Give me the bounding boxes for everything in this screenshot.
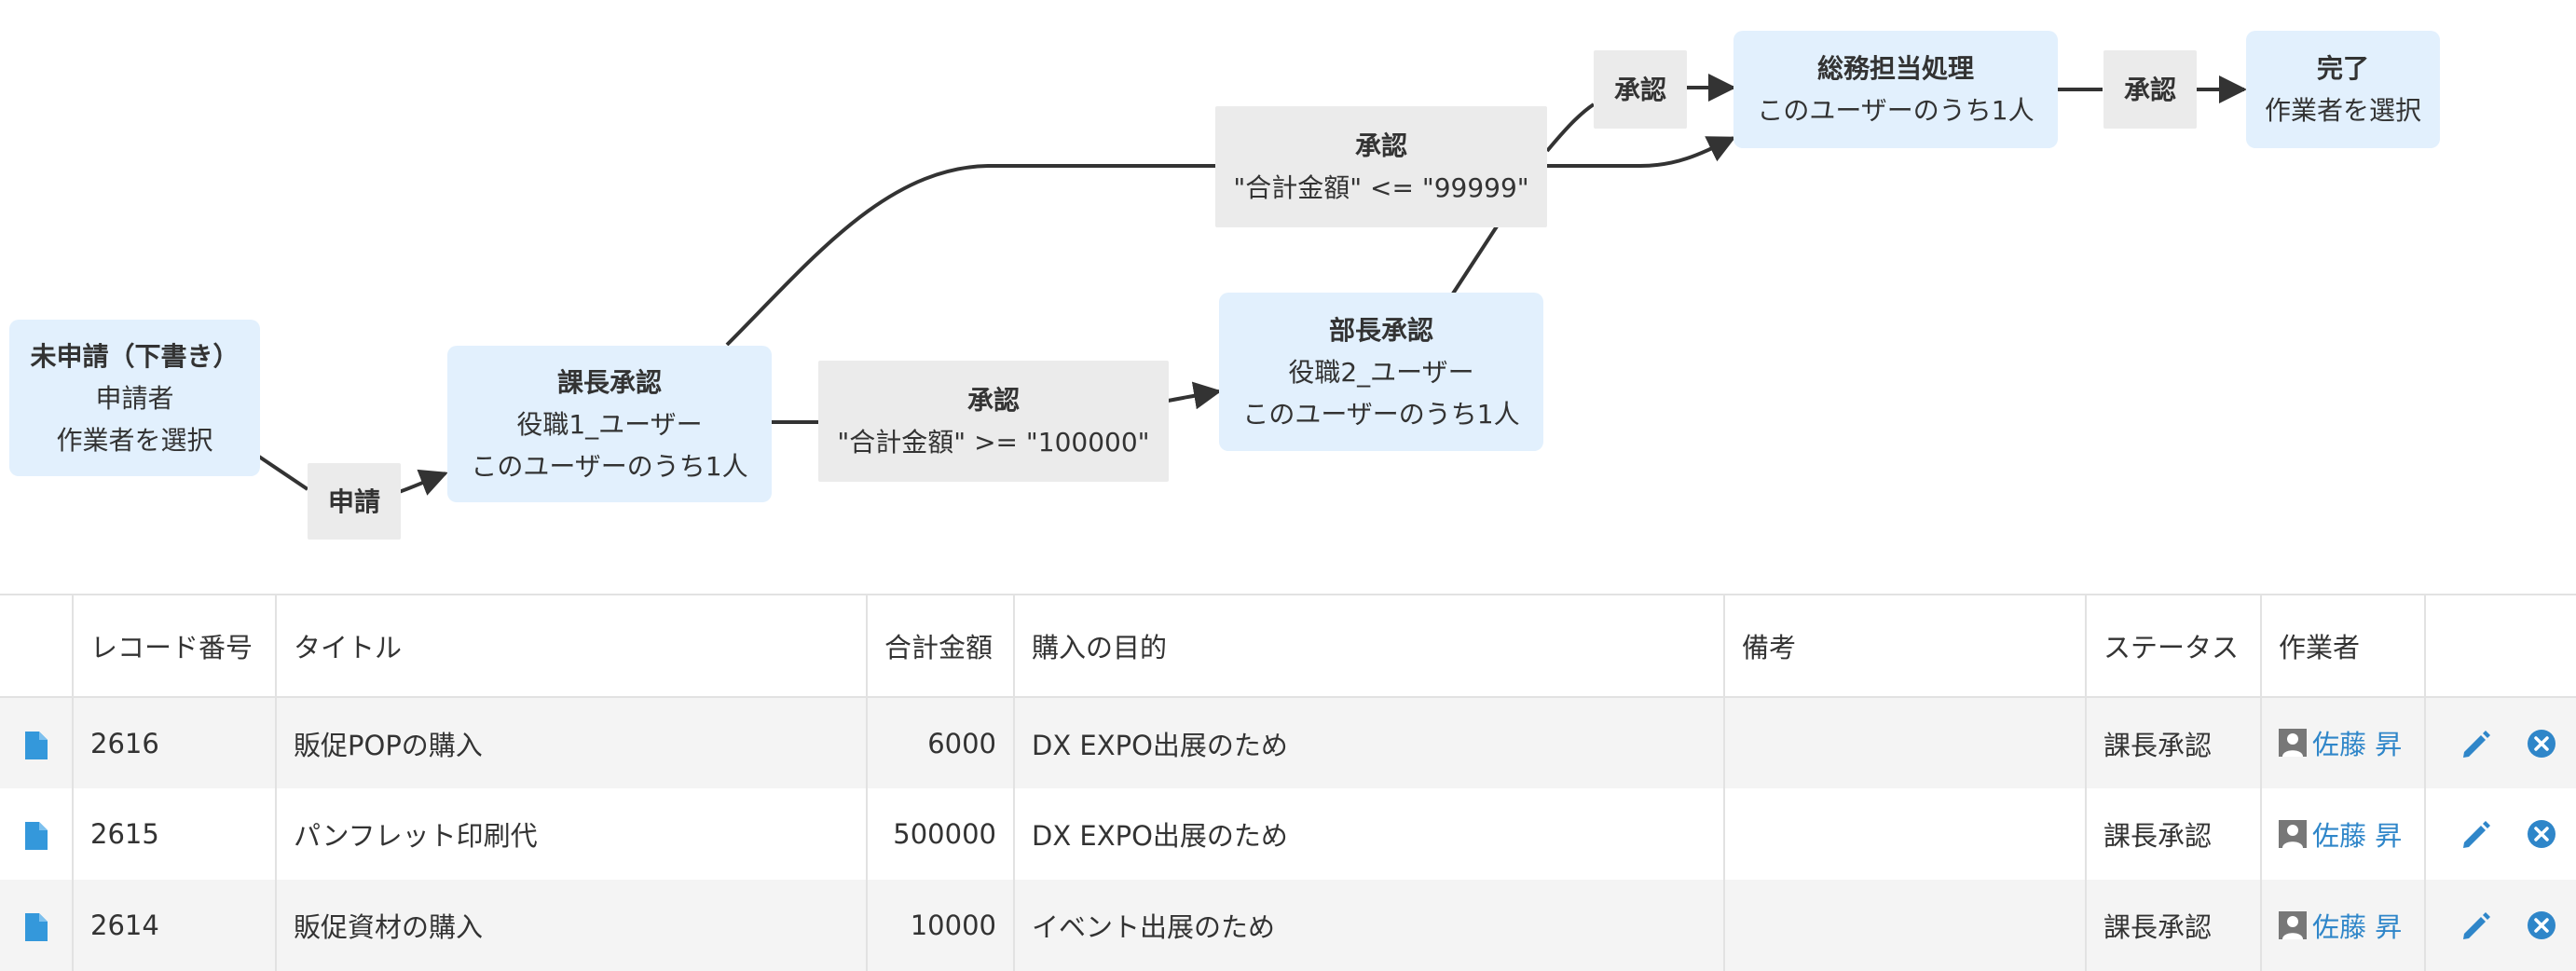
title-cell: 販促POPの購入 (275, 697, 867, 788)
action-approve-low-condition: "合計金額" <= "99999" (1233, 172, 1529, 203)
worker-name: 佐藤 昇 (2312, 729, 2403, 760)
record-number-cell: 2616 (72, 697, 276, 788)
state-manager-approval[interactable]: 部長承認 役職2_ユーザー このユーザーのうち1人 (1219, 293, 1543, 451)
action-approve-low-title: 承認 (1354, 130, 1407, 161)
state-manager-line2: このユーザーのうち1人 (1242, 398, 1520, 430)
action-apply[interactable]: 申請 (308, 463, 401, 540)
row-detail-cell[interactable] (0, 788, 73, 880)
notes-cell (1723, 697, 2086, 788)
title-cell: 販促資材の購入 (275, 880, 867, 971)
row-actions-cell (2424, 788, 2576, 880)
purpose-cell: DX EXPO出展のため (1013, 788, 1724, 880)
state-done-line1: 作業者を選択 (2264, 95, 2421, 126)
edge-approve-low-general (1547, 136, 1736, 168)
header-title[interactable]: タイトル (275, 594, 867, 698)
header-notes[interactable]: 備考 (1723, 594, 2086, 698)
edge-apply-chief (398, 469, 448, 496)
total-amount-cell: 500000 (866, 788, 1014, 880)
state-draft-line1: 申請者 (95, 382, 174, 414)
user-icon (2279, 819, 2307, 848)
table-header-row: レコード番号 タイトル 合計金額 購入の目的 備考 ステータス 作業者 (0, 594, 2576, 698)
record-number-cell: 2615 (72, 788, 276, 880)
row-detail-cell[interactable] (0, 880, 73, 971)
action-approve-to-done[interactable]: 承認 (2103, 50, 2197, 129)
notes-cell (1723, 788, 2086, 880)
state-done-title: 完了 (2316, 53, 2369, 84)
purpose-cell: DX EXPO出展のため (1013, 697, 1724, 788)
state-section-chief-approval[interactable]: 課長承認 役職1_ユーザー このユーザーのうち1人 (447, 346, 772, 502)
header-status[interactable]: ステータス (2085, 594, 2261, 698)
notes-cell (1723, 880, 2086, 971)
state-section-chief-line2: このユーザーのうち1人 (471, 450, 748, 482)
header-purpose[interactable]: 購入の目的 (1013, 594, 1724, 698)
state-general-affairs-line1: このユーザーのうち1人 (1757, 95, 2035, 126)
document-icon[interactable] (24, 731, 48, 759)
state-section-chief-title: 課長承認 (556, 366, 662, 398)
worker-link[interactable]: 佐藤 昇 (2279, 814, 2402, 854)
table-row: 2616 販促POPの購入 6000 DX EXPO出展のため 課長承認 佐藤 … (0, 697, 2576, 788)
document-icon[interactable] (24, 913, 48, 941)
state-manager-line1: 役職2_ユーザー (1288, 356, 1474, 388)
total-amount-cell: 10000 (866, 880, 1014, 971)
state-draft[interactable]: 未申請（下書き） 申請者 作業者を選択 (9, 320, 260, 476)
delete-circle-icon[interactable] (2527, 819, 2556, 849)
edge-chief-approve-low (725, 164, 1215, 347)
edge-draft-apply (257, 455, 309, 491)
action-approve-to-general[interactable]: 承認 (1594, 50, 1687, 129)
worker-cell: 佐藤 昇 (2260, 788, 2425, 880)
action-apply-label: 申請 (327, 486, 380, 517)
status-cell: 課長承認 (2085, 697, 2261, 788)
worker-cell: 佐藤 昇 (2260, 697, 2425, 788)
row-actions-cell (2424, 880, 2576, 971)
state-general-affairs-title: 総務担当処理 (1816, 53, 1974, 84)
header-icon-col (0, 594, 73, 698)
action-approve-to-general-label: 承認 (1613, 74, 1666, 105)
document-icon[interactable] (24, 822, 48, 850)
header-record-number[interactable]: レコード番号 (72, 594, 276, 698)
edit-pencil-icon[interactable] (2460, 727, 2493, 760)
worker-name: 佐藤 昇 (2312, 910, 2403, 943)
user-icon (2279, 729, 2307, 757)
header-worker[interactable]: 作業者 (2260, 594, 2425, 698)
edge-manager-approve-low (1451, 225, 1499, 295)
record-number-cell: 2614 (72, 880, 276, 971)
purpose-cell: イベント出展のため (1013, 880, 1724, 971)
state-section-chief-line1: 役職1_ユーザー (516, 408, 703, 440)
header-total-amount[interactable]: 合計金額 (866, 594, 1014, 698)
table-row: 2615 パンフレット印刷代 500000 DX EXPO出展のため 課長承認 … (0, 788, 2576, 880)
state-draft-title: 未申請（下書き） (30, 340, 240, 372)
status-cell: 課長承認 (2085, 880, 2261, 971)
title-cell: パンフレット印刷代 (275, 788, 867, 880)
user-icon (2279, 910, 2307, 939)
worker-name: 佐藤 昇 (2312, 819, 2403, 852)
state-manager-title: 部長承認 (1328, 314, 1433, 346)
worker-link[interactable]: 佐藤 昇 (2279, 906, 2402, 945)
workflow-connectors (257, 74, 2247, 496)
edge-approve-low-approve (1545, 103, 1596, 153)
record-table: レコード番号 タイトル 合計金額 購入の目的 備考 ステータス 作業者 2616… (0, 594, 2576, 971)
action-approve-to-done-label: 承認 (2123, 74, 2176, 105)
total-amount-cell: 6000 (866, 697, 1014, 788)
worker-cell: 佐藤 昇 (2260, 880, 2425, 971)
action-approve-low-amount[interactable]: 承認 "合計金額" <= "99999" (1215, 106, 1547, 227)
worker-link[interactable]: 佐藤 昇 (2279, 723, 2402, 762)
edge-approve-high-manager (1167, 381, 1222, 410)
action-approve-high-condition: "合計金額" >= "100000" (837, 427, 1150, 458)
state-done[interactable]: 完了 作業者を選択 (2246, 31, 2440, 148)
action-approve-high-amount[interactable]: 承認 "合計金額" >= "100000" (818, 361, 1169, 482)
edit-pencil-icon[interactable] (2460, 817, 2493, 851)
row-detail-cell[interactable] (0, 697, 73, 788)
status-cell: 課長承認 (2085, 788, 2261, 880)
action-approve-high-title: 承認 (966, 385, 1020, 416)
header-actions (2424, 594, 2576, 698)
row-actions-cell (2424, 697, 2576, 788)
delete-circle-icon[interactable] (2527, 729, 2556, 759)
state-general-affairs[interactable]: 総務担当処理 このユーザーのうち1人 (1733, 31, 2058, 148)
table-row: 2614 販促資材の購入 10000 イベント出展のため 課長承認 佐藤 昇 (0, 880, 2576, 971)
edit-pencil-icon[interactable] (2460, 909, 2493, 942)
workflow-diagram: 未申請（下書き） 申請者 作業者を選択 申請 課長承認 役職1_ユーザー このユ… (9, 31, 2440, 540)
delete-circle-icon[interactable] (2527, 910, 2556, 940)
state-draft-line2: 作業者を選択 (56, 424, 213, 456)
